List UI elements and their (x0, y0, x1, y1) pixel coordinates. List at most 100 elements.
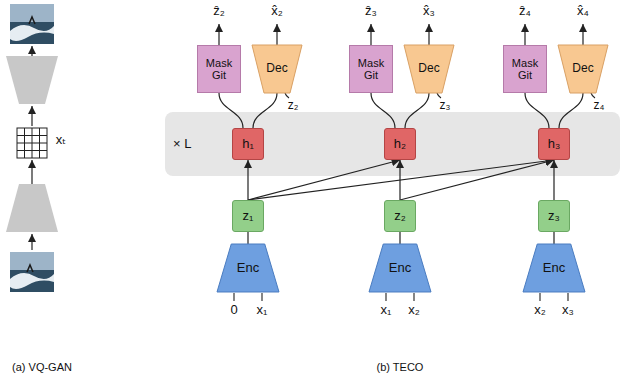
output-image (10, 4, 54, 44)
encoder-shape (369, 244, 431, 292)
connector-line (525, 93, 549, 128)
token-grid (17, 128, 47, 158)
label-holder: ẑ₂ (213, 4, 225, 19)
connector-line (405, 93, 429, 128)
latent-box: z₃ (538, 200, 570, 232)
connector-arrow (247, 160, 248, 200)
connector-arrow (400, 160, 554, 200)
connector-arrow (248, 160, 400, 200)
maskgit-box: Mask Git (503, 45, 547, 93)
symbol-label: x̂₂ (271, 4, 283, 19)
symbol-label: x̂₃ (423, 4, 435, 19)
decoder-shape (404, 45, 454, 93)
symbol-label: z₂ (288, 99, 299, 113)
node-label: Dec (418, 62, 439, 75)
encoder-block: Enc (217, 244, 279, 292)
connector-arrow (553, 160, 554, 200)
connector-line (399, 232, 400, 244)
node-label: Enc (389, 261, 411, 275)
symbol-label: x₂ (534, 303, 546, 318)
flow-arrow (31, 106, 32, 126)
flow-arrow (31, 160, 32, 184)
maskgit-box: Mask Git (197, 45, 241, 93)
flow-arrow (31, 234, 32, 250)
connector-line (247, 232, 248, 244)
label-holder: (a) VQ-GAN (12, 361, 72, 374)
encoder-block: Enc (369, 244, 431, 292)
symbol-label: x̂₄ (577, 4, 589, 19)
latent-box: z₁ (232, 200, 264, 232)
node-label: Dec (266, 62, 287, 75)
symbol-label: x₁ (257, 303, 268, 318)
symbol-label: ẑ₂ (213, 4, 225, 19)
label-holder: (b) TECO (377, 361, 424, 374)
node-label: z₃ (548, 209, 560, 223)
symbol-label: ẑ₃ (365, 4, 377, 19)
decoder-shape (252, 45, 302, 93)
symbol-label: ẑ₄ (519, 4, 531, 19)
node-label: Enc (237, 261, 259, 275)
connector-line (253, 93, 277, 128)
label-holder: z₃ (440, 99, 451, 113)
latent-box: z₂ (384, 200, 416, 232)
band-fill (165, 112, 620, 176)
label-holder: x̂₃ (423, 4, 435, 19)
label-holder: x̂₄ (577, 4, 589, 19)
encoder-shape (217, 244, 279, 292)
label-holder: x̂₂ (271, 4, 283, 19)
decoder-block: Dec (252, 45, 302, 93)
symbol-label: xₜ (56, 133, 66, 148)
node-label: Enc (543, 261, 565, 275)
maskgit-box: Mask Git (349, 45, 393, 93)
connector-line (219, 93, 243, 128)
hidden-state-box: h₃ (538, 128, 570, 160)
hidden-state-box: h₁ (232, 128, 264, 160)
decoder-block: Dec (404, 45, 454, 93)
symbol-label: z₃ (440, 99, 451, 113)
label-holder: ẑ₃ (365, 4, 377, 19)
node-label: h₂ (394, 137, 406, 151)
encoder-block: Enc (523, 244, 585, 292)
encoder-shape (523, 244, 585, 292)
node-label: Dec (572, 62, 593, 75)
node-label: h₁ (242, 137, 254, 151)
connector-arrow (399, 160, 400, 200)
caption: (b) TECO (377, 361, 424, 374)
label-holder: x₃ (562, 303, 574, 318)
connector-arrow (248, 160, 554, 200)
symbol-label: x₁ (381, 303, 392, 318)
decoder-shape (6, 56, 58, 104)
node-label: h₃ (548, 137, 561, 151)
connector-line (553, 232, 554, 244)
symbol-label: x₂ (408, 303, 420, 318)
label-holder: x₂ (534, 303, 546, 318)
label-holder: z₄ (594, 99, 605, 113)
symbol-label: x₃ (562, 303, 574, 318)
decoder-shape (558, 45, 608, 93)
node-label: Mask Git (201, 57, 237, 81)
node-label: Mask Git (507, 57, 543, 81)
label-holder: ẑ₄ (519, 4, 531, 19)
output-arrows (219, 24, 583, 45)
hidden-state-box: h₂ (384, 128, 416, 160)
label-holder: xₜ (56, 133, 66, 148)
transformer-band: × L h₁ h₂ h₃ (165, 112, 620, 176)
connector-line (371, 93, 395, 128)
node-label: Mask Git (353, 57, 389, 81)
symbol-label: 0 (230, 303, 237, 318)
node-label: z₁ (243, 209, 254, 223)
node-label: z₂ (394, 209, 406, 223)
caption: (a) VQ-GAN (12, 361, 72, 374)
label-holder: x₁ (257, 303, 268, 318)
label-holder: z₂ (288, 99, 299, 113)
connector-line (559, 93, 583, 128)
label-holder: 0 (230, 303, 237, 318)
flow-arrow (31, 46, 32, 56)
repeat-label: × L (173, 137, 191, 151)
label-holder: x₂ (408, 303, 420, 318)
encoder-shape (6, 184, 58, 232)
decoder-block: Dec (558, 45, 608, 93)
